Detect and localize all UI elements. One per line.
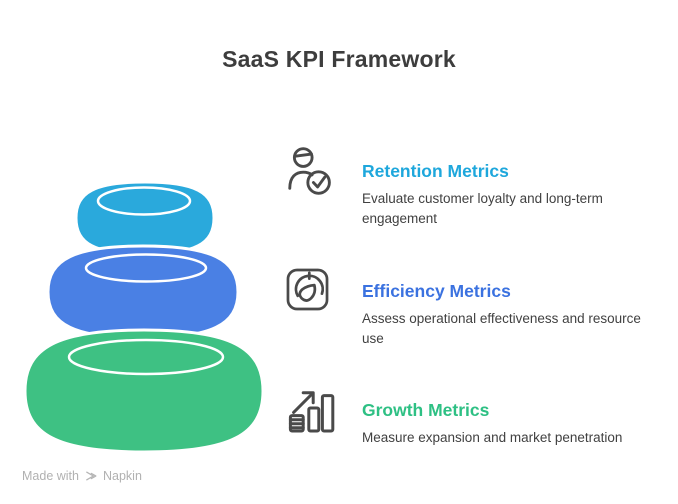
efficiency-heading: Efficiency Metrics [362, 281, 511, 301]
growth-section: Growth Metrics Measure expansion and mar… [284, 385, 658, 448]
napkin-logo-icon [86, 471, 97, 481]
stone-stack-diagram [23, 180, 265, 454]
made-with-napkin-watermark: Made with Napkin [22, 469, 142, 483]
efficiency-description: Assess operational effectiveness and res… [362, 311, 641, 346]
efficiency-section: Efficiency Metrics Assess operational ef… [284, 266, 658, 349]
user-check-icon [284, 145, 336, 197]
retention-description: Evaluate customer loyalty and long-term … [362, 191, 603, 226]
growth-heading: Growth Metrics [362, 400, 490, 420]
growth-text: Growth Metrics Measure expansion and mar… [362, 385, 658, 448]
growth-bar-chart-icon [284, 385, 336, 439]
made-with-label: Made with [22, 469, 79, 483]
efficiency-text: Efficiency Metrics Assess operational ef… [362, 266, 658, 349]
retention-stone [74, 180, 216, 256]
growth-stone [23, 328, 265, 454]
gauge-icon [284, 266, 336, 313]
efficiency-stone-rim [84, 253, 208, 283]
page-title: SaaS KPI Framework [222, 46, 456, 72]
retention-heading: Retention Metrics [362, 161, 509, 181]
growth-description: Measure expansion and market penetration [362, 430, 623, 445]
retention-section: Retention Metrics Evaluate customer loya… [284, 145, 658, 229]
efficiency-stone [46, 244, 240, 340]
growth-stone-rim [67, 338, 225, 376]
retention-text: Retention Metrics Evaluate customer loya… [362, 145, 658, 229]
retention-stone-rim [96, 186, 192, 216]
napkin-brand-label: Napkin [102, 469, 142, 483]
